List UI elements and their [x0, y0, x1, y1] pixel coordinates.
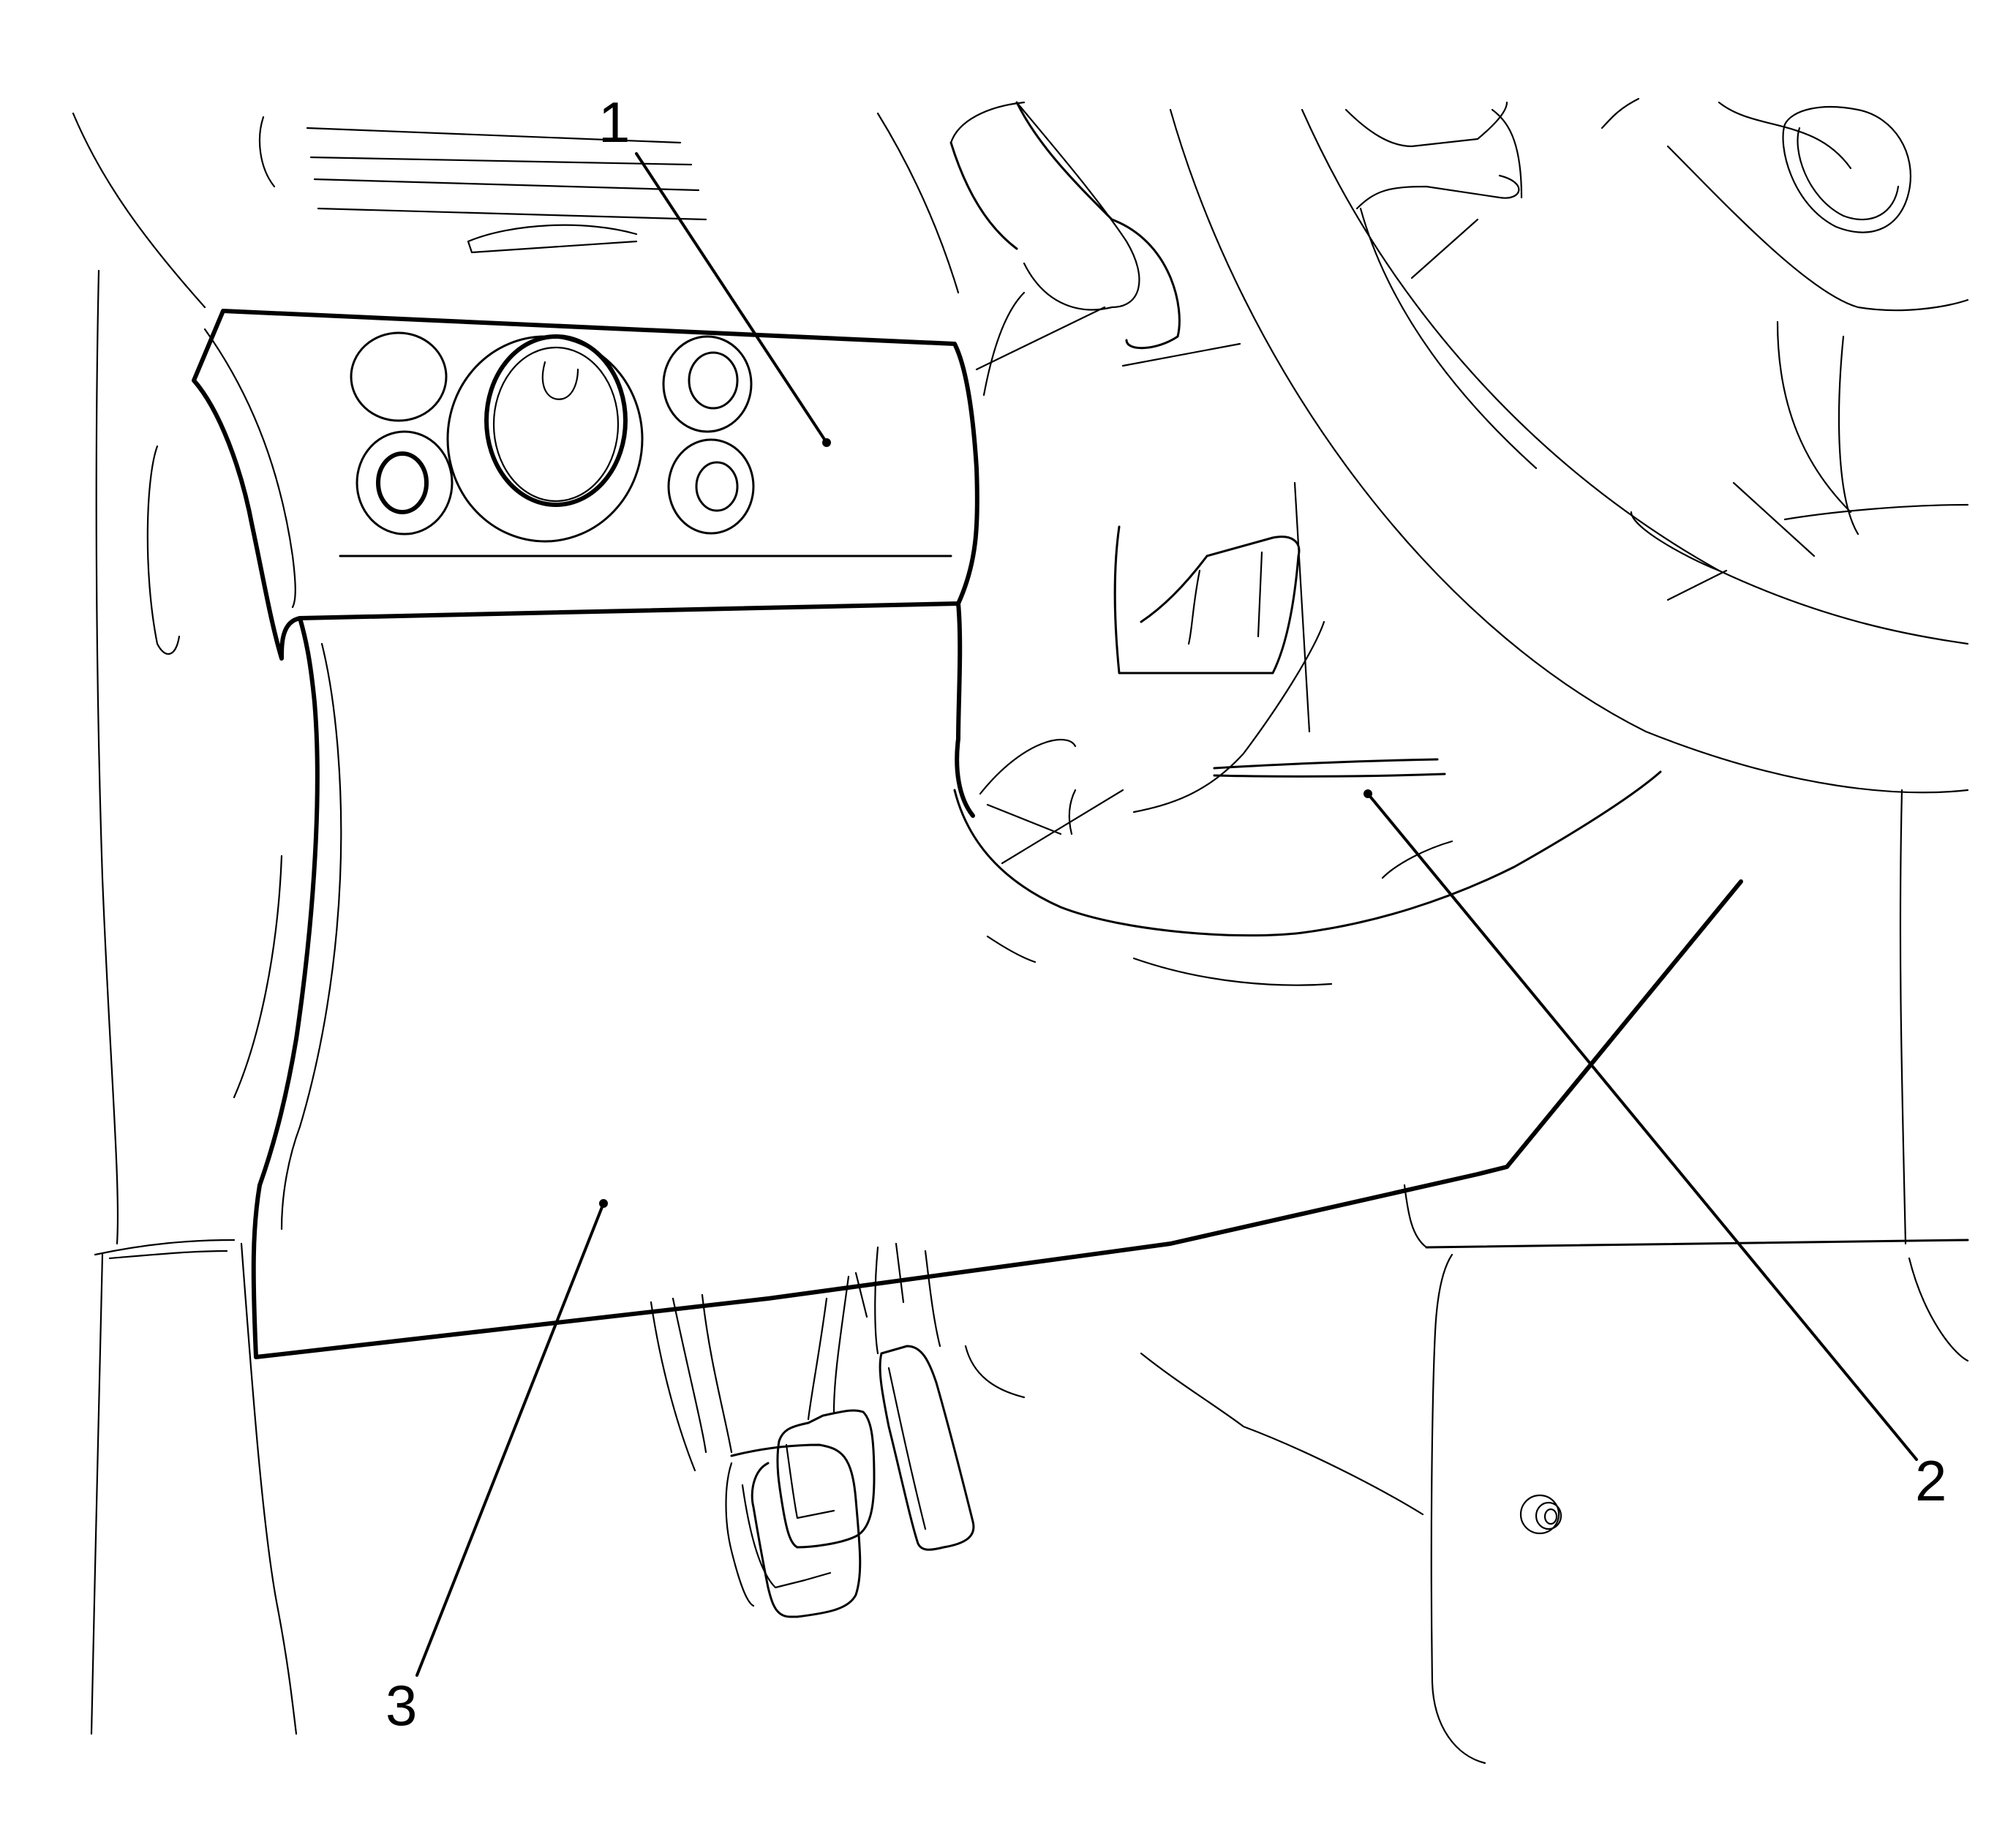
callout-3-target-dot [599, 1199, 608, 1208]
callout-label-2: 2 [1915, 1449, 1947, 1513]
switch-knob-lower-right [667, 438, 755, 535]
switch-knob-lower-left [356, 430, 454, 536]
switch-knob-center [446, 335, 644, 543]
callout-2-leader [1366, 792, 1918, 1461]
accelerator-pedal [874, 1242, 1026, 1551]
callout-label-1: 1 [598, 90, 631, 154]
steering-wheel [1169, 97, 1969, 1362]
brake-pedal [776, 1271, 876, 1549]
switch-blank-left [350, 331, 448, 422]
callout-2-target-dot [1364, 789, 1372, 798]
callout-1-leader [635, 152, 828, 444]
callout-1-target-dot [822, 438, 831, 447]
switch-bezel [192, 309, 979, 661]
callout-leaders [415, 152, 1918, 1677]
bolt-icon [1519, 1494, 1562, 1535]
switch-knob-upper-right [662, 335, 753, 433]
pedal-assembly [650, 1242, 1026, 1618]
air-vent [258, 116, 707, 254]
callout-3-leader [415, 1202, 605, 1677]
knee-bolster [251, 601, 1743, 1359]
steering-column-cover [876, 101, 1662, 986]
clutch-pedal [650, 1293, 862, 1618]
callout-label-3: 3 [385, 1673, 418, 1737]
left-side-trim [72, 112, 298, 1735]
floor-side-panel [1140, 1184, 1969, 1765]
